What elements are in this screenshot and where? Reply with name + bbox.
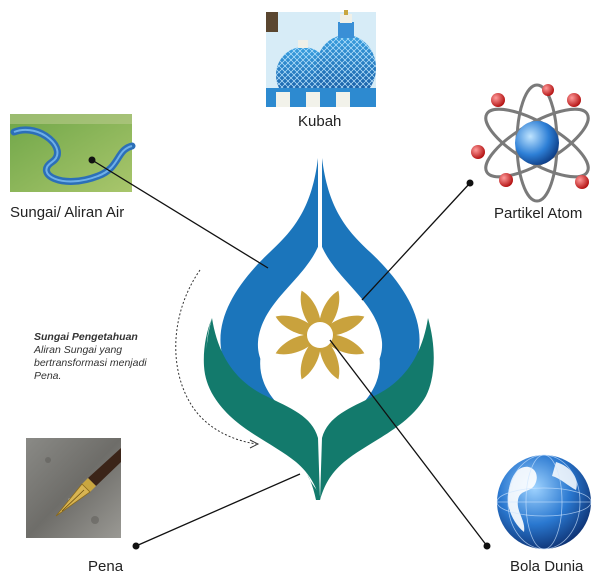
connector-sungai <box>91 159 269 269</box>
sungai-photo <box>10 114 136 192</box>
connector-lines <box>88 156 491 550</box>
note-body: Aliran Sungai yang bertransformasi menja… <box>34 344 147 382</box>
connector-partikel <box>361 182 471 301</box>
kubah-photo <box>266 10 376 107</box>
connector-pena <box>135 473 301 547</box>
atom-illustration <box>471 83 590 203</box>
emblem-blue-right <box>322 158 420 402</box>
note-text: Sungai Pengetahuan Aliran Sungai yang be… <box>34 331 154 383</box>
connector-bola <box>329 339 488 547</box>
label-kubah: Kubah <box>298 113 342 130</box>
emblem-blue-left <box>220 158 318 402</box>
label-partikel: Partikel Atom <box>494 205 583 222</box>
central-emblem <box>203 158 434 500</box>
pena-photo <box>26 438 121 538</box>
label-sungai: Sungai/ Aliran Air <box>10 204 125 221</box>
label-bola: Bola Dunia <box>510 558 584 575</box>
note-title: Sungai Pengetahuan <box>34 331 138 343</box>
label-pena: Pena <box>88 558 124 575</box>
globe-illustration <box>496 454 592 550</box>
emblem-green-right <box>320 318 434 500</box>
